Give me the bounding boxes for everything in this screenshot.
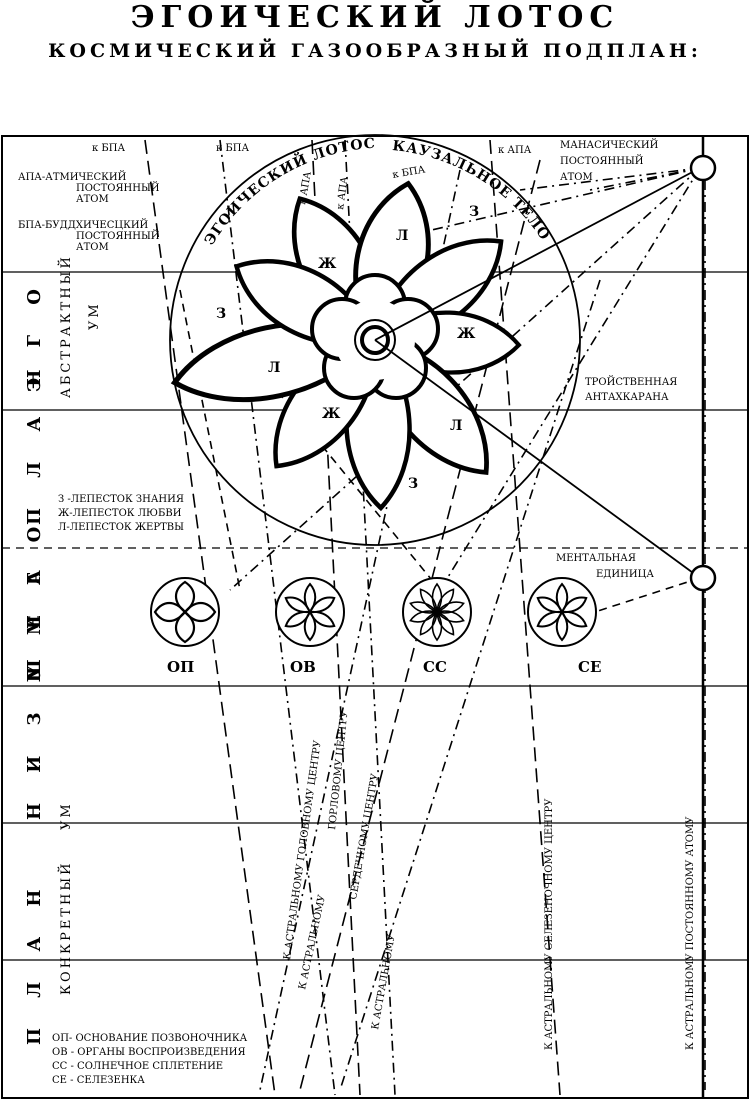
svg-text:МАНАСИЧЕСКИЙ: МАНАСИЧЕСКИЙ: [560, 139, 659, 151]
center-se: СЕ: [527, 577, 601, 676]
atom-legend: АПА-АТМИЧЕСКИЙ ПОСТОЯННЫЙ АТОМ БПА-БУДДХ…: [18, 171, 160, 253]
petal-label: Ж: [457, 326, 476, 342]
side-label-concrete: КОНКРЕТНЫЙ: [57, 861, 74, 996]
jewel-in-lotus: [360, 325, 390, 355]
top-label: к АПА: [335, 175, 351, 210]
center-ov: ОВ: [275, 577, 345, 676]
petal-label: Л: [396, 228, 408, 244]
mental-unit-label: МЕНТАЛЬНАЯ ЕДИНИЦА: [556, 553, 654, 580]
svg-text:ПОСТОЯННЫЙ: ПОСТОЯННЫЙ: [76, 182, 160, 194]
center-ov-label: ОВ: [290, 658, 316, 676]
svg-text:АПА-АТМИЧЕСКИЙ: АПА-АТМИЧЕСКИЙ: [18, 171, 127, 183]
svg-text:ПОСТОЯННЫЙ: ПОСТОЯННЫЙ: [560, 155, 644, 167]
svg-text:Л-ЛЕПЕСТОК ЖЕРТВЫ: Л-ЛЕПЕСТОК ЖЕРТВЫ: [58, 522, 184, 533]
path-label-atom: К АСТРАЛЬНОМУ ПОСТОЯННОМУ АТОМУ: [685, 816, 696, 1050]
svg-text:З -ЛЕПЕСТОК ЗНАНИЯ: З -ЛЕПЕСТОК ЗНАНИЯ: [58, 494, 184, 505]
causal-body-circle: [169, 134, 581, 546]
center-ss-label: СС: [423, 658, 447, 676]
antahkarana-label: ТРОЙСТВЕННАЯ АНТАХКАРАНА: [585, 376, 677, 403]
petal-label: Л: [268, 360, 280, 376]
side-label-nizshego: Н И З Ш Е Г О: [24, 515, 45, 820]
petal-label: З: [408, 476, 418, 492]
svg-text:АНТАХКАРАНА: АНТАХКАРАНА: [585, 392, 669, 403]
manasic-permanent-atom: [689, 154, 717, 182]
svg-text:ОВ - ОРГАНЫ ВОСПРОИЗВЕДЕНИЯ: ОВ - ОРГАНЫ ВОСПРОИЗВЕДЕНИЯ: [52, 1047, 246, 1058]
petal-label: З: [469, 204, 479, 220]
page-subtitle: КОСМИЧЕСКИЙ ГАЗООБРАЗНЫЙ ПОДПЛАН:: [48, 40, 702, 62]
petal-label: З: [216, 306, 226, 322]
svg-text:ТРОЙСТВЕННАЯ: ТРОЙСТВЕННАЯ: [585, 376, 677, 388]
mental-unit-circle: [689, 564, 717, 592]
side-label-ego: Э Г О: [24, 277, 45, 392]
path-label-spleen: К АСТРАЛЬНОМУ СЕЛЕЗЕНОЧНОМУ ЦЕНТРУ: [544, 798, 555, 1050]
side-label-um: УМ: [87, 301, 102, 330]
petal-label: Л: [450, 418, 462, 434]
top-label: к БПА: [392, 164, 427, 181]
center-op: ОП: [150, 577, 220, 676]
side-label-plan: П Л А Н: [24, 878, 45, 1045]
svg-text:БПА-БУДДХИЧЕСЦКИЙ: БПА-БУДДХИЧЕСЦКИЙ: [18, 219, 149, 231]
center-se-label: СЕ: [578, 658, 601, 676]
path-label-throat: ГОРЛОВОМУ ЦЕНТРУ: [327, 709, 351, 830]
top-label: к БПА: [216, 143, 249, 154]
side-label-um: УМ: [59, 801, 74, 830]
manasic-atom-label: МАНАСИЧЕСКИЙ ПОСТОЯННЫЙ АТОМ: [560, 139, 659, 183]
side-label-abstract: АБСТРАКТНЫЙ: [57, 254, 74, 398]
petal-label: Ж: [318, 256, 337, 272]
petal-legend: З -ЛЕПЕСТОК ЗНАНИЯ Ж-ЛЕПЕСТОК ЛЮБВИ Л-ЛЕ…: [58, 494, 184, 533]
center-ss: СС: [402, 577, 472, 676]
svg-text:АТОМ: АТОМ: [76, 242, 109, 253]
svg-text:СС - СОЛНЕЧНОЕ СПЛЕТЕНИЕ: СС - СОЛНЕЧНОЕ СПЛЕТЕНИЕ: [52, 1061, 223, 1072]
path-label-heart: К АСТРАЛЬНОМУ: [370, 933, 398, 1031]
centers-legend: ОП- ОСНОВАНИЕ ПОЗВОНОЧНИКА ОВ - ОРГАНЫ В…: [52, 1033, 248, 1086]
path-label-heart: СЕРДЕЧНОМУ ЦЕНТРУ: [348, 772, 381, 900]
petal-label: Ж: [322, 406, 341, 422]
side-label-plan: П Л А Н: [24, 358, 45, 525]
page-title: ЭГОИЧЕСКИЙ ЛОТОС: [130, 0, 620, 35]
svg-text:АТОМ: АТОМ: [76, 194, 109, 205]
svg-text:Ж-ЛЕПЕСТОК ЛЮБВИ: Ж-ЛЕПЕСТОК ЛЮБВИ: [58, 508, 182, 519]
svg-text:МЕНТАЛЬНАЯ: МЕНТАЛЬНАЯ: [556, 553, 636, 564]
svg-text:ЕДИНИЦА: ЕДИНИЦА: [596, 569, 654, 580]
center-op-label: ОП: [167, 658, 194, 676]
svg-text:АТОМ: АТОМ: [560, 172, 593, 183]
top-label: к АПА: [498, 145, 532, 156]
diagram-frame: [1, 135, 749, 1099]
top-label: к БПА: [92, 143, 125, 154]
svg-text:СЕ - СЕЛЕЗЕНКА: СЕ - СЕЛЕЗЕНКА: [52, 1075, 145, 1086]
svg-text:ОП- ОСНОВАНИЕ ПОЗВОНОЧНИКА: ОП- ОСНОВАНИЕ ПОЗВОНОЧНИКА: [52, 1033, 248, 1044]
side-label-uma: У М А: [24, 558, 45, 680]
antahkarana-lines: [374, 167, 701, 579]
svg-text:ПОСТОЯННЫЙ: ПОСТОЯННЫЙ: [76, 230, 160, 242]
